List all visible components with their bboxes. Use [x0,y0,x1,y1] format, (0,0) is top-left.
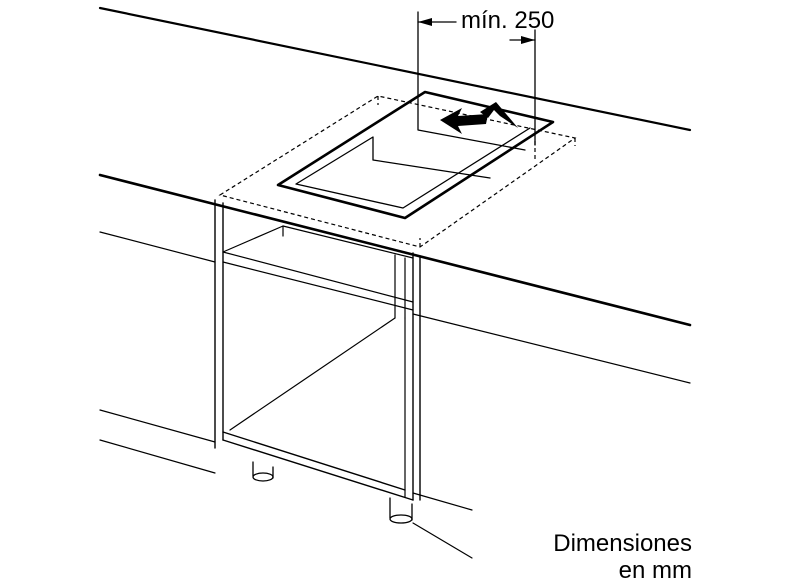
cutout-dashed-inner [377,96,576,247]
countertop-front-edge [98,173,692,327]
airflow-arrow-icon [440,102,518,134]
units-note-line1: Dimensiones [553,530,692,557]
countertop-back-edge [98,6,692,132]
cabinet-bottom [222,431,414,501]
cabinet-upper-rail [222,225,414,311]
cabinet-right-panel [412,252,421,501]
cabinet-foot-left [252,461,274,482]
floor-line [99,439,473,559]
dimension-label: mín. 250 [461,7,554,34]
hob-cutout-outer [276,90,555,220]
cabinet-inner-back [229,317,406,498]
dimension-arrow-left-icon [417,18,457,26]
units-note-line2: en mm [619,557,692,584]
hob-cutout-inner [295,98,531,209]
dimension-arrow-right-icon [509,36,536,44]
cabinet-left-panel [214,199,224,449]
cabinet-back-upper [282,225,406,319]
countertop-underside-edge [99,231,691,384]
cutout-dashed-outline [218,95,577,248]
cabinet-foot-right [389,497,413,524]
plinth-top-line [99,409,473,511]
